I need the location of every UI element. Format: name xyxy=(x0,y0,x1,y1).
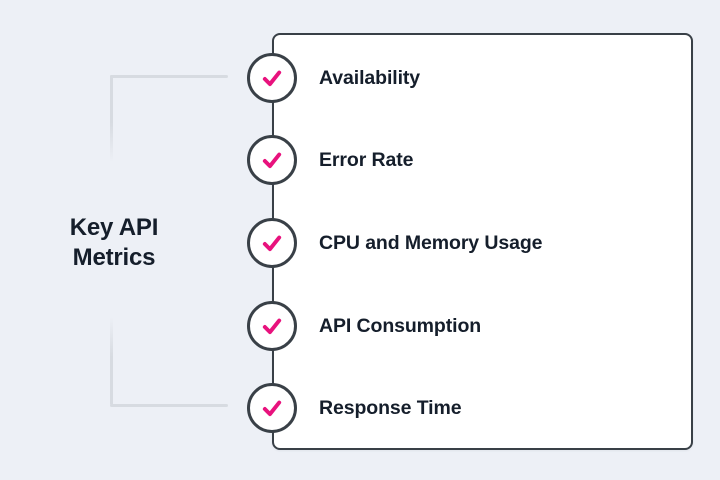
check-circle xyxy=(247,135,297,185)
check-circle xyxy=(247,53,297,103)
check-circle xyxy=(247,383,297,433)
checkmark-icon xyxy=(262,70,282,87)
metric-label: CPU and Memory Usage xyxy=(319,232,543,254)
metric-label: Error Rate xyxy=(319,149,414,171)
bracket-line-top-vertical xyxy=(110,75,113,162)
diagram-title: Key API Metrics xyxy=(69,214,159,271)
metrics-card xyxy=(272,33,693,450)
checkmark-icon xyxy=(262,318,282,335)
metric-label: API Consumption xyxy=(319,315,482,337)
metric-label: Availability xyxy=(319,67,421,89)
checkmark-icon xyxy=(262,152,282,169)
bracket-line-bottom-vertical xyxy=(110,317,113,405)
checkmark-icon xyxy=(262,235,282,252)
metric-label: Response Time xyxy=(319,397,462,419)
bracket-line-top-horizontal xyxy=(110,75,228,78)
check-circle xyxy=(247,218,297,268)
checkmark-icon xyxy=(262,400,282,417)
check-circle xyxy=(247,301,297,351)
bracket-line-bottom-horizontal xyxy=(110,404,228,407)
